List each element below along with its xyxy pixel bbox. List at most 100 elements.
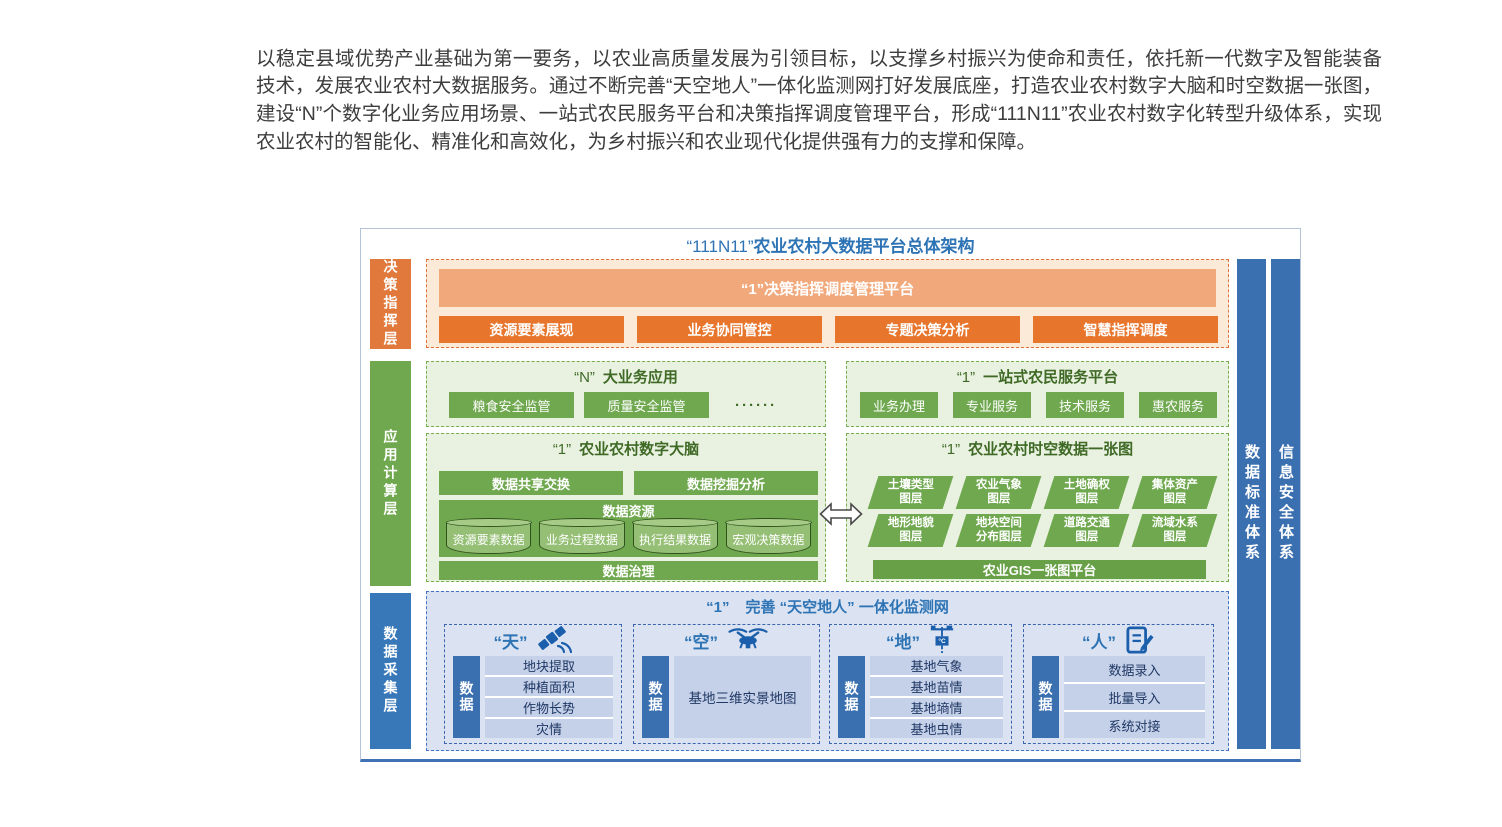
sky-group-header: “天”: [445, 625, 621, 655]
air-group-body: 数据 基地三维实景地图: [642, 656, 811, 738]
data-resource-band: 数据资源 资源要素数据 业务过程数据 执行结果数据 宏观决策数据: [439, 500, 818, 557]
map-layer: 地块空间 分布图层: [955, 514, 1042, 547]
map-layer: 道路交通 图层: [1043, 514, 1130, 547]
info-security-system-text: 信息安全体系: [1277, 444, 1294, 564]
clipboard-pen-icon: [1125, 626, 1155, 654]
map-layer-row: 土壤类型 图层 农业气象 图层 土地确权 图层 集体资产 图层: [867, 476, 1218, 509]
database-cylinder: 宏观决策数据: [725, 518, 812, 554]
human-group-body: 数据 数据录入 批量导入 系统对接: [1032, 656, 1205, 738]
data-bar-label: 数据: [458, 681, 475, 713]
business-apps-buttons: 粮食安全监管 质量安全监管 ······: [449, 392, 777, 418]
business-app-button: 粮食安全监管: [449, 392, 574, 418]
database-cylinder: 资源要素数据: [445, 518, 533, 554]
map-layer-row: 地形地貌 图层 地块空间 分布图层 道路交通 图层 流域水系 图层: [867, 514, 1218, 547]
map-layer-label: 地形地貌 图层: [887, 516, 934, 543]
map-layer: 土地确权 图层: [1043, 476, 1130, 509]
layer-label-decision: 决策指挥层: [370, 259, 411, 349]
layer-label-application-text: 应用计算层: [382, 428, 399, 519]
human-group-label: “人”: [1082, 632, 1116, 652]
decision-layer-box: “1”决策指挥调度管理平台 资源要素展现 业务协同管控 专题决策分析 智慧指挥调…: [426, 259, 1229, 348]
data-cylinders-row: 资源要素数据 业务过程数据 执行结果数据 宏观决策数据: [445, 518, 812, 554]
business-apps-box: “N” 大业务应用 粮食安全监管 质量安全监管 ······: [426, 361, 826, 427]
diagram-title-text: 农业农村大数据平台总体架构: [753, 237, 975, 256]
satellite-icon: [537, 626, 573, 654]
map-layer-label: 地块空间 分布图层: [975, 516, 1022, 543]
data-standard-system-text: 数据标准体系: [1243, 444, 1260, 564]
data-bar-label: 数据: [843, 681, 860, 713]
air-data-bar: 数据: [642, 656, 669, 738]
decision-button: 资源要素展现: [439, 316, 624, 343]
ground-group-body: 数据 基地气象 基地苗情 基地墒情 基地虫情: [838, 656, 1003, 738]
digital-brain-buttons: 数据共享交换 数据挖掘分析: [439, 471, 818, 495]
sky-group-body: 数据 地块提取 种植面积 作物长势 灾情: [453, 656, 613, 738]
map-layer: 地形地貌 图层: [867, 514, 954, 547]
map-layer-label: 道路交通 图层: [1063, 516, 1110, 543]
decision-button: 专题决策分析: [835, 316, 1020, 343]
architecture-diagram: “111N11”农业农村大数据平台总体架构 决策指挥层 应用计算层 数据采集层 …: [360, 228, 1301, 762]
decision-button: 智慧指挥调度: [1033, 316, 1218, 343]
map-layer-label: 流域水系 图层: [1151, 516, 1198, 543]
layer-label-collection-text: 数据采集层: [382, 626, 399, 716]
data-governance-bar: 数据治理: [439, 561, 818, 580]
business-app-button: 质量安全监管: [584, 392, 709, 418]
ground-group-header: “地” °C: [830, 625, 1011, 655]
map-layer: 土壤类型 图层: [867, 476, 954, 509]
map-layer-label: 集体资产 图层: [1151, 478, 1198, 505]
map-layers: 土壤类型 图层 农业气象 图层 土地确权 图层 集体资产 图层 地形地貌 图层 …: [867, 476, 1218, 552]
cylinder-label: 宏观决策数据: [732, 533, 805, 547]
human-items: 数据录入 批量导入 系统对接: [1064, 656, 1205, 738]
data-resource-title: 数据资源: [602, 504, 655, 519]
double-arrow-icon: [819, 498, 863, 530]
data-item: 地块提取: [485, 656, 613, 675]
farmer-service-button: 惠农服务: [1139, 392, 1217, 418]
map-layer-label: 土壤类型 图层: [887, 478, 934, 505]
farmer-service-button: 技术服务: [1046, 392, 1124, 418]
layer-label-decision-text: 决策指挥层: [382, 259, 399, 349]
air-group-box: “空” 数据 基地三维实景地图: [633, 624, 820, 744]
decision-buttons-row: 资源要素展现 业务协同管控 专题决策分析 智慧指挥调度: [439, 316, 1218, 343]
business-apps-prefix: “N”: [574, 369, 595, 386]
ground-group-label: “地”: [886, 632, 920, 652]
ground-items: 基地气象 基地苗情 基地墒情 基地虫情: [870, 656, 1003, 738]
map-layer-label: 农业气象 图层: [975, 478, 1022, 505]
data-item: 基地苗情: [870, 677, 1003, 696]
air-group-label: “空”: [684, 632, 718, 652]
business-apps-label: 大业务应用: [602, 369, 678, 386]
map-layer: 农业气象 图层: [955, 476, 1042, 509]
one-map-title: “1” 农业农村时空数据一张图: [847, 438, 1228, 459]
ground-group-box: “地” °C 数据 基地气象 基地苗情: [829, 624, 1012, 744]
ellipsis-text: ······: [735, 396, 777, 414]
gis-platform-bar: 农业GIS一张图平台: [873, 560, 1206, 579]
sky-data-bar: 数据: [453, 656, 480, 738]
collection-title: “1”完善 “天空地人” 一体化监测网: [427, 596, 1228, 617]
digital-brain-button: 数据共享交换: [439, 471, 623, 495]
database-cylinder: 业务过程数据: [538, 518, 626, 554]
drone-icon: [727, 628, 769, 652]
database-cylinder: 执行结果数据: [631, 518, 719, 554]
data-item: 基地气象: [870, 656, 1003, 675]
info-security-system-bar: 信息安全体系: [1271, 259, 1300, 749]
data-item: 基地墒情: [870, 698, 1003, 717]
human-group-header: “人”: [1024, 625, 1213, 655]
human-data-bar: 数据: [1032, 656, 1059, 738]
collection-layer-box: “1”完善 “天空地人” 一体化监测网 “天”: [426, 591, 1229, 751]
data-standard-system-bar: 数据标准体系: [1237, 259, 1266, 749]
one-map-prefix: “1”: [941, 441, 961, 458]
digital-brain-button: 数据挖掘分析: [634, 471, 818, 495]
map-layer-label: 土地确权 图层: [1063, 478, 1110, 505]
decision-platform-bar: “1”决策指挥调度管理平台: [439, 269, 1216, 307]
air-group-header: “空”: [634, 625, 819, 655]
one-map-label: 农业农村时空数据一张图: [968, 441, 1134, 458]
data-item: 系统对接: [1064, 712, 1205, 738]
data-item: 种植面积: [485, 677, 613, 696]
data-item: 数据录入: [1064, 656, 1205, 682]
data-bar-label: 数据: [647, 681, 664, 713]
sky-items: 地块提取 种植面积 作物长势 灾情: [485, 656, 613, 738]
cylinder-label: 业务过程数据: [545, 533, 618, 547]
data-bar-label: 数据: [1037, 681, 1054, 713]
air-items: 基地三维实景地图: [674, 656, 811, 738]
diagram-title: “111N11”农业农村大数据平台总体架构: [361, 232, 1300, 257]
cylinder-label: 资源要素数据: [452, 533, 525, 547]
data-item: 批量导入: [1064, 684, 1205, 710]
one-map-box: “1” 农业农村时空数据一张图 土壤类型 图层 农业气象 图层 土地确权 图层 集…: [846, 433, 1229, 582]
